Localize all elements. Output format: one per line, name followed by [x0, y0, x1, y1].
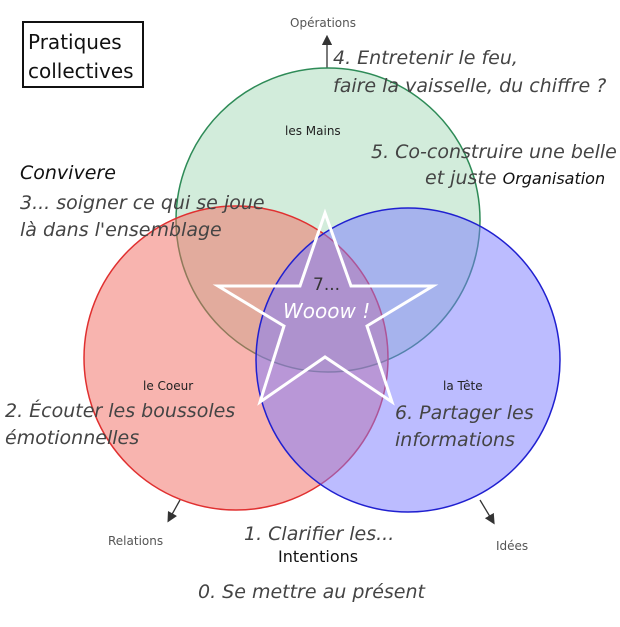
practice-7-label: Wooow ! — [283, 299, 370, 323]
practice-5-line-1: 5. Co-construire une belle — [371, 141, 617, 163]
practice-1-line-1: 1. Clarifier les... — [244, 523, 394, 545]
practice-3-line-2: là dans l'ensemblage — [20, 219, 222, 241]
practice-6-line-1: 6. Partager les — [395, 402, 534, 424]
practice-1-line-2: Intentions — [278, 547, 358, 566]
star-icon — [212, 208, 439, 406]
title-line-2: collectives — [28, 59, 134, 83]
practice-2-line-2: émotionnelles — [5, 427, 139, 449]
relations-arrow — [167, 499, 181, 523]
practice-4-line-1: 4. Entretenir le feu, — [333, 47, 518, 69]
label-hands: les Mains — [285, 124, 341, 138]
practice-5-line-2: et juste Organisation — [425, 167, 605, 189]
organisation-word: Organisation — [503, 169, 606, 188]
label-head: la Tête — [443, 379, 483, 393]
practice-3-title: Convivere — [20, 162, 116, 184]
axis-idees: Idées — [496, 539, 528, 553]
axis-relations: Relations — [108, 534, 163, 548]
practice-3-line-1: 3... soigner ce qui se joue — [20, 192, 265, 214]
idees-arrow — [479, 499, 495, 525]
axis-operations: Opérations — [290, 16, 356, 30]
title-box: Pratiques collectives — [22, 21, 144, 88]
practice-2-line-1: 2. Écouter les boussoles — [5, 399, 235, 422]
practice-6-line-2: informations — [395, 429, 515, 451]
practice-0: 0. Se mettre au présent — [198, 581, 427, 603]
label-heart: le Coeur — [143, 379, 193, 393]
title-line-1: Pratiques — [28, 30, 122, 54]
practice-4-line-2: faire la vaisselle, du chiffre ? — [333, 75, 606, 97]
circle-head — [255, 207, 561, 513]
practice-7-number: 7... — [313, 275, 340, 295]
